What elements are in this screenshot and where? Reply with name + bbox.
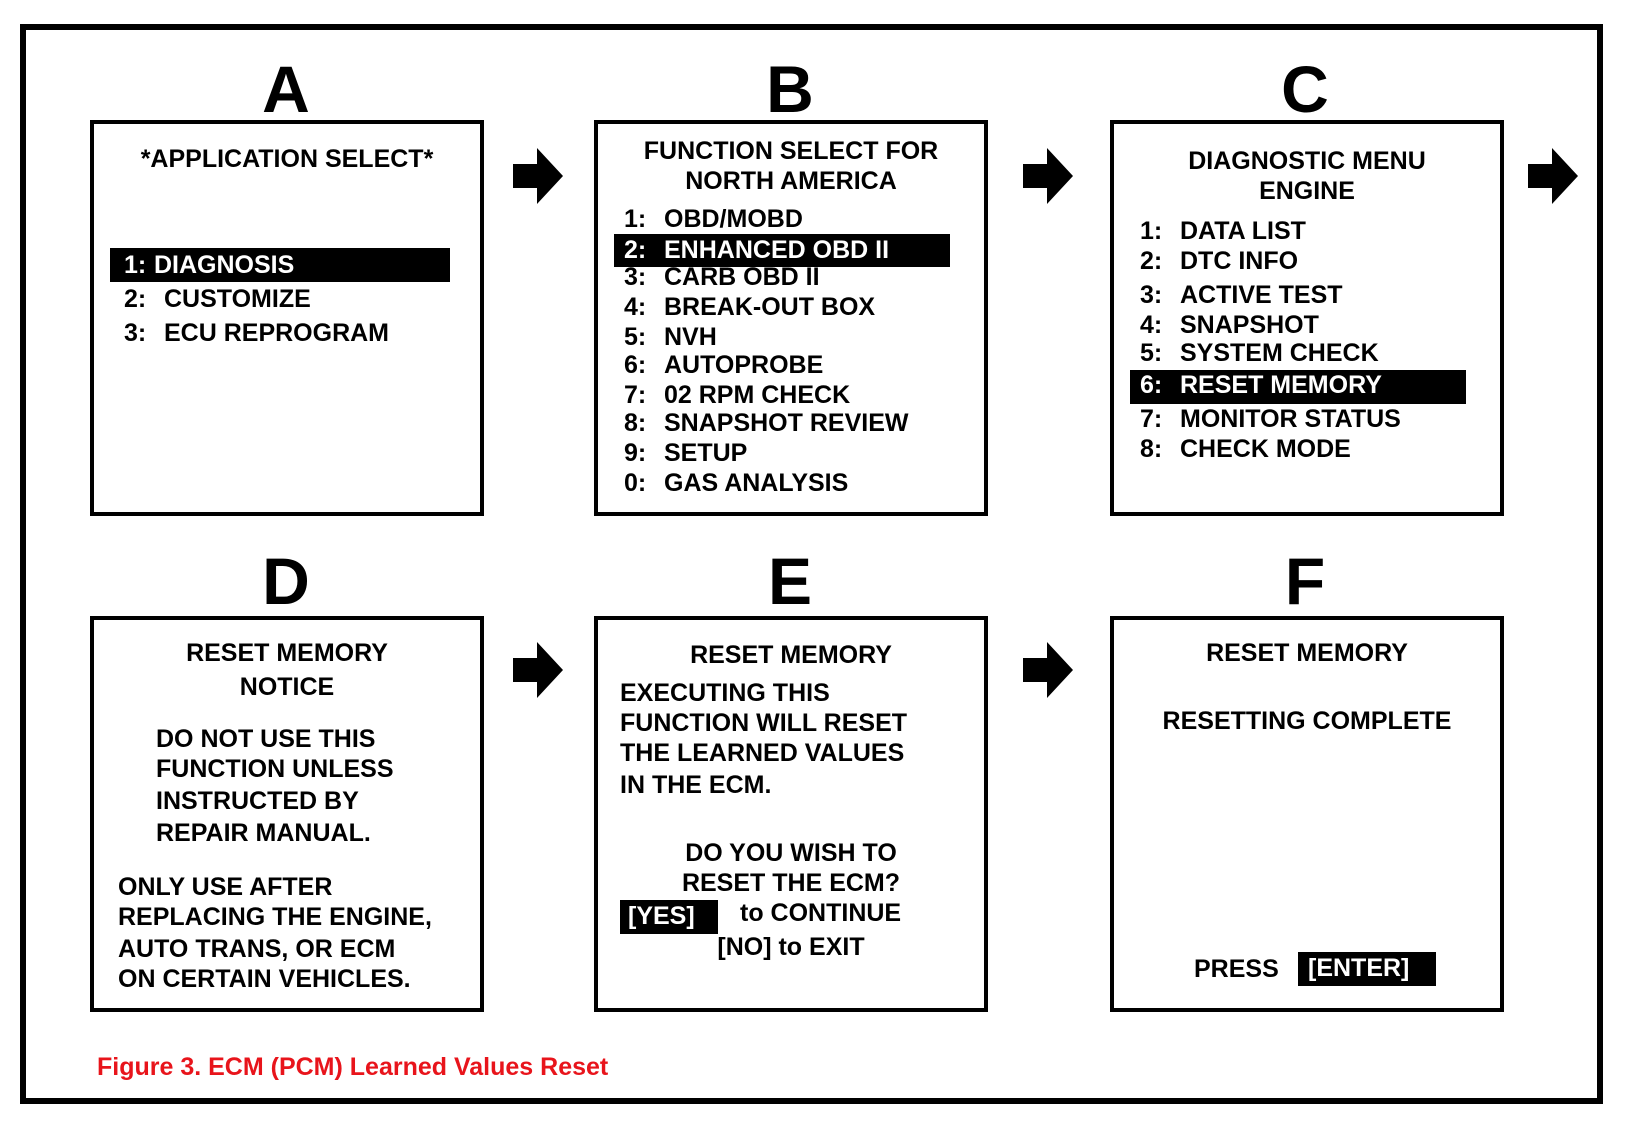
panel-c-title-line-2: ENGINE bbox=[1259, 177, 1355, 205]
arrow-right-icon bbox=[1528, 148, 1578, 204]
no-exit-text[interactable]: [NO] to EXIT bbox=[717, 933, 865, 961]
yes-continue-text: to CONTINUE bbox=[740, 899, 902, 927]
panel-b-item-5-num: 5: bbox=[624, 323, 647, 351]
panel-c-item-6-label: RESET MEMORY bbox=[1180, 371, 1382, 399]
panel-b-item-4-label: BREAK-OUT BOX bbox=[664, 293, 876, 321]
panel-b-item-10-label: GAS ANALYSIS bbox=[664, 469, 849, 497]
panel-c-title-line-1: DIAGNOSTIC MENU bbox=[1188, 147, 1426, 175]
panel-c-item-2-num: 2: bbox=[1140, 247, 1163, 275]
panel-a-item-3-label: ECU REPROGRAM bbox=[164, 319, 390, 347]
panel-e-message-line-4: IN THE ECM. bbox=[620, 771, 772, 799]
press-text: PRESS bbox=[1194, 955, 1279, 983]
panel-c-item-8-num: 8: bbox=[1140, 435, 1163, 463]
panel-c-item-3-label: ACTIVE TEST bbox=[1180, 281, 1343, 309]
panel-c-item-7-num: 7: bbox=[1140, 405, 1163, 433]
panel-a-item-1-num: 1: bbox=[124, 251, 147, 279]
panel-c-item-5-num: 5: bbox=[1140, 339, 1163, 367]
panel-c-item-6-num: 6: bbox=[1140, 371, 1163, 399]
panel-c-item-8-label: CHECK MODE bbox=[1180, 435, 1351, 463]
panel-d-notice-line-4: REPAIR MANUAL. bbox=[156, 819, 371, 847]
panel-e-title: RESET MEMORY bbox=[690, 641, 892, 669]
panel-e-screen: RESET MEMORY EXECUTING THIS FUNCTION WIL… bbox=[594, 616, 988, 1012]
enter-key-label: [ENTER] bbox=[1308, 954, 1410, 982]
panel-a-title: *APPLICATION SELECT* bbox=[140, 145, 434, 173]
panel-b-item-7-num: 7: bbox=[624, 381, 647, 409]
panel-c-item-1-label: DATA LIST bbox=[1180, 217, 1306, 245]
panel-b-item-1-num: 1: bbox=[624, 205, 647, 233]
panel-d-letter: D bbox=[262, 544, 310, 618]
panel-f-status: RESETTING COMPLETE bbox=[1162, 707, 1452, 735]
panel-a-item-2-num: 2: bbox=[124, 285, 147, 313]
panel-c-screen: DIAGNOSTIC MENU ENGINE 1: DATA LIST 2: D… bbox=[1110, 120, 1504, 516]
panel-b-item-7-label: 02 RPM CHECK bbox=[664, 381, 851, 409]
panel-b-item-3-num: 3: bbox=[624, 263, 647, 291]
panel-a-item-1-label: DIAGNOSIS bbox=[154, 251, 295, 279]
panel-b-item-2-label: ENHANCED OBD II bbox=[664, 236, 890, 264]
panel-c-letter: C bbox=[1281, 52, 1329, 126]
panel-c-highlight: 6: RESET MEMORY bbox=[1130, 370, 1466, 404]
panel-a-letter: A bbox=[262, 52, 310, 126]
panel-f-screen: RESET MEMORY RESETTING COMPLETE PRESS [E… bbox=[1110, 616, 1504, 1012]
panel-c-item-5-label: SYSTEM CHECK bbox=[1180, 339, 1379, 367]
panel-b-item-5-label: NVH bbox=[664, 323, 717, 351]
panel-c-item-2-label: DTC INFO bbox=[1180, 247, 1299, 275]
panel-b-title-line-2: NORTH AMERICA bbox=[685, 167, 897, 195]
panel-b-screen: FUNCTION SELECT FOR NORTH AMERICA 1: OBD… bbox=[594, 120, 988, 516]
panel-a-highlight: 1: DIAGNOSIS bbox=[110, 248, 450, 282]
panel-f-letter: F bbox=[1284, 544, 1326, 618]
panel-c-item-4-label: SNAPSHOT bbox=[1180, 311, 1319, 339]
panel-d-title-line-2: NOTICE bbox=[239, 673, 335, 701]
panel-d-usage-line-4: ON CERTAIN VEHICLES. bbox=[118, 965, 411, 993]
figure-caption: Figure 3. ECM (PCM) Learned Values Reset bbox=[97, 1053, 609, 1081]
panel-d-notice-line-3: INSTRUCTED BY bbox=[156, 787, 359, 815]
panel-b-item-8-num: 8: bbox=[624, 409, 647, 437]
panel-d-screen: RESET MEMORY NOTICE DO NOT USE THIS FUNC… bbox=[90, 616, 484, 1012]
arrow-right-icon bbox=[1023, 642, 1073, 698]
panel-b-item-10-num: 0: bbox=[624, 469, 647, 497]
panel-a-screen: *APPLICATION SELECT* 1: DIAGNOSIS 2: CUS… bbox=[90, 120, 484, 516]
panel-b-item-6-num: 6: bbox=[624, 351, 647, 379]
panel-d-notice-line-1: DO NOT USE THIS bbox=[156, 725, 376, 753]
panel-c-item-3-num: 3: bbox=[1140, 281, 1163, 309]
panel-c-item-1-num: 1: bbox=[1140, 217, 1163, 245]
panel-e-question-line-1: DO YOU WISH TO bbox=[685, 839, 897, 867]
panel-e-question-line-2: RESET THE ECM? bbox=[681, 869, 901, 897]
arrow-right-icon bbox=[513, 642, 563, 698]
panel-d-usage-line-1: ONLY USE AFTER bbox=[118, 873, 333, 901]
panel-c-item-4-num: 4: bbox=[1140, 311, 1163, 339]
panel-b-item-3-label: CARB OBD II bbox=[664, 263, 820, 291]
panel-e-letter: E bbox=[767, 544, 813, 618]
panel-b-letter: B bbox=[766, 52, 814, 126]
panel-e-message-line-3: THE LEARNED VALUES bbox=[620, 739, 905, 767]
panel-b-item-4-num: 4: bbox=[624, 293, 647, 321]
panel-b-item-6-label: AUTOPROBE bbox=[664, 351, 824, 379]
panel-d-usage-line-2: REPLACING THE ENGINE, bbox=[118, 903, 432, 931]
panel-d-usage-line-3: AUTO TRANS, OR ECM bbox=[118, 935, 396, 963]
arrow-right-icon bbox=[1023, 148, 1073, 204]
panel-e-message-line-2: FUNCTION WILL RESET bbox=[620, 709, 908, 737]
panel-b-highlight: 2: ENHANCED OBD II bbox=[614, 234, 950, 267]
panel-f-title: RESET MEMORY bbox=[1206, 639, 1408, 667]
panel-e-message-line-1: EXECUTING THIS bbox=[620, 679, 830, 707]
panel-b-title-line-1: FUNCTION SELECT FOR bbox=[643, 137, 939, 165]
panel-b-item-9-num: 9: bbox=[624, 439, 647, 467]
panel-d-notice-line-2: FUNCTION UNLESS bbox=[156, 755, 394, 783]
yes-key-label: [YES] bbox=[628, 902, 695, 930]
figure-frame bbox=[20, 24, 1603, 1104]
yes-key[interactable]: [YES] bbox=[620, 900, 718, 934]
panel-d-title-line-1: RESET MEMORY bbox=[186, 639, 388, 667]
panel-c-item-7-label: MONITOR STATUS bbox=[1180, 405, 1401, 433]
panel-b-item-9-label: SETUP bbox=[664, 439, 748, 467]
arrow-right-icon bbox=[513, 148, 563, 204]
panel-b-item-8-label: SNAPSHOT REVIEW bbox=[664, 409, 909, 437]
panel-a-item-2-label: CUSTOMIZE bbox=[164, 285, 311, 313]
enter-key[interactable]: [ENTER] bbox=[1298, 952, 1436, 986]
panel-b-item-2-num: 2: bbox=[624, 236, 647, 264]
panel-b-item-1-label: OBD/MOBD bbox=[664, 205, 803, 233]
panel-a-item-3-num: 3: bbox=[124, 319, 147, 347]
